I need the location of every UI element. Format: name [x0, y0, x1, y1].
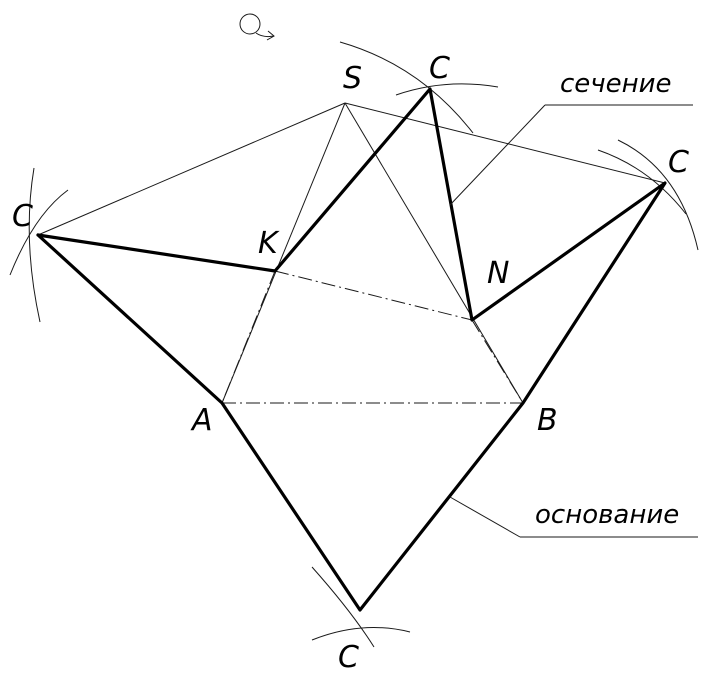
label-b: B [537, 403, 558, 438]
thick-outline [36, 87, 667, 612]
fold-lines [221, 270, 524, 404]
fold-n-b [471, 319, 524, 404]
fold-k-n [274, 270, 473, 321]
label-c-right: C [668, 145, 689, 180]
label-c-top: C [429, 51, 450, 86]
fold-k-a [221, 270, 276, 404]
label-n: N [487, 256, 509, 291]
rotation-arrow-icon [239, 13, 275, 41]
caption-base: основание [535, 500, 679, 530]
point-labels: S C C C K N A B C [12, 51, 689, 675]
label-c-bottom: C [338, 640, 359, 675]
edge-s-c-right [344, 102, 666, 184]
development-contour [36, 87, 667, 612]
leader-section-line [449, 104, 546, 206]
label-c-left: C [12, 199, 33, 234]
label-s: S [343, 61, 362, 96]
label-k: K [258, 226, 280, 261]
edge-s-b [344, 102, 524, 404]
callout-leaders [449, 104, 698, 538]
lateral-edges [37, 102, 666, 404]
callout-captions: сечение основание [535, 69, 679, 530]
caption-section: сечение [560, 69, 672, 99]
edge-s-a [221, 102, 346, 404]
label-a: A [190, 403, 213, 438]
leader-base-line [449, 496, 521, 538]
edge-s-c-left [37, 102, 346, 236]
construction-arcs [9, 41, 699, 648]
